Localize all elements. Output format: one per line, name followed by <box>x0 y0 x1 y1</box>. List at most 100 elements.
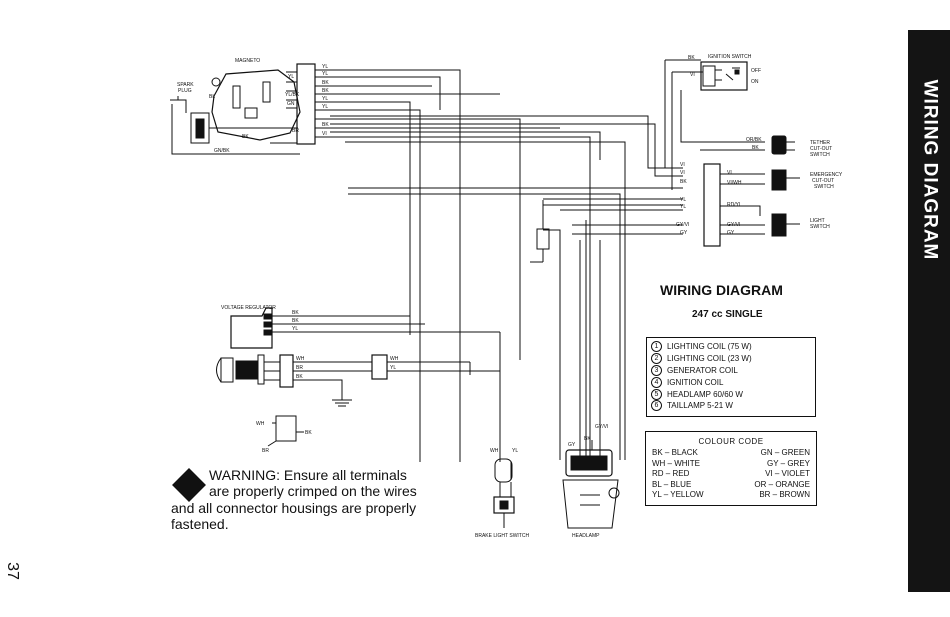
side-tab-title: WIRING DIAGRAM <box>919 79 941 261</box>
wire-label: BR <box>262 448 269 454</box>
warning-line: are properly crimped on the wires <box>209 483 417 499</box>
emergency-label-3: SWITCH <box>814 184 834 190</box>
spark-plug-label-2: PLUG <box>178 88 192 94</box>
wire-label: VI <box>322 131 327 137</box>
wire-label: YL <box>322 71 328 77</box>
wire-label: YL <box>390 365 396 371</box>
brake-light-switch-label: BRAKE LIGHT SWITCH <box>475 533 529 539</box>
legend-item: 6 TAILLAMP 5-21 W <box>651 400 815 412</box>
legend-text: IGNITION COIL <box>667 377 724 387</box>
wire-label: BK <box>296 374 303 380</box>
wire-label: YL <box>322 104 328 110</box>
wire-label: BK <box>292 310 299 316</box>
warning-line: fastened. <box>171 516 229 532</box>
wire-label: WH <box>490 448 499 454</box>
wire-label: BR <box>296 365 303 371</box>
light-switch-label-2: SWITCH <box>810 224 830 230</box>
colour-code-right: GN – GREEN GY – GREY VI – VIOLET OR – OR… <box>754 448 810 501</box>
wire-label-bl: BL <box>209 94 215 100</box>
wire-label: YL <box>292 326 298 332</box>
colour-entry: WH – WHITE <box>652 458 700 468</box>
legend-item: 5 HEADLAMP 60/60 W <box>651 388 815 400</box>
voltage-regulator-label: VOLTAGE REGULATOR <box>221 305 276 311</box>
wire-label: WH <box>296 356 305 362</box>
wire-label: GY <box>727 230 735 236</box>
wire-label: YL/BK <box>285 92 300 98</box>
light-switch-label-1: LIGHT <box>810 218 825 224</box>
wire-label: GY <box>680 230 688 236</box>
colour-code-left: BK – BLACK WH – WHITE RD – RED BL – BLUE… <box>652 448 704 501</box>
colour-entry: GN – GREEN <box>760 448 810 457</box>
wire-label: BK <box>322 80 329 86</box>
page-number-wrap: 37 <box>2 556 22 586</box>
diagram-subtitle: 247 cc SINGLE <box>692 309 763 320</box>
off-label: OFF <box>751 68 761 74</box>
colour-entry: OR – ORANGE <box>754 479 810 489</box>
wire-label: VI <box>727 170 732 176</box>
legend-item: 4 IGNITION COIL <box>651 376 815 388</box>
legend-number: 6 <box>651 400 662 412</box>
wire-label: BK <box>322 88 329 94</box>
wire-label-gnbk: GN/BK <box>214 148 230 154</box>
wire-label-br: BR <box>292 128 299 134</box>
wire-label: BK <box>292 318 299 324</box>
wire-label: YL <box>680 204 686 210</box>
legend-number: 4 <box>651 376 662 388</box>
legend-number: 5 <box>651 388 662 400</box>
wire-label: GN <box>287 101 295 107</box>
wire-label: VI <box>680 162 685 168</box>
wire-label: BK <box>680 179 687 185</box>
legend-item: 1 LIGHTING COIL (75 W) <box>651 341 815 353</box>
colour-entry: YL – YELLOW <box>652 490 704 499</box>
wire-label: YL <box>322 96 328 102</box>
wire-label: GY/VI <box>676 222 689 228</box>
wire-label: BK <box>305 430 312 436</box>
colour-entry: RD – RED <box>652 469 690 478</box>
warning-line: WARNING: Ensure all terminals <box>209 467 407 483</box>
wire-labels: MAGNETO SPARK PLUG BL YL YL/BK GN BK BR … <box>177 54 843 539</box>
wire-label: RD/YL <box>727 202 742 208</box>
wire-label: YL <box>322 64 328 70</box>
colour-entry: BR – BROWN <box>759 490 810 499</box>
legend-text: LIGHTING COIL (75 W) <box>667 342 752 352</box>
colour-entry: BL – BLUE <box>652 479 692 489</box>
headlamp-label: HEADLAMP <box>572 533 600 539</box>
wire-label: BK <box>322 122 329 128</box>
wire-label: YL <box>680 197 686 203</box>
diagram-title: WIRING DIAGRAM <box>660 282 783 298</box>
tether-label-2: CUT-OUT <box>810 146 832 152</box>
wire-label: BK <box>584 436 591 442</box>
spark-plug-label-1: SPARK <box>177 82 194 88</box>
wire-label: VI <box>680 170 685 176</box>
colour-entry: VI – VIOLET <box>765 469 810 478</box>
side-tab <box>908 30 950 592</box>
wire-label: BK <box>688 55 695 61</box>
legend-text: HEADLAMP 60/60 W <box>667 389 743 399</box>
legend-number: 1 <box>651 341 662 353</box>
wire-label: GY/VI <box>595 424 608 430</box>
wire-label: VI/WH <box>727 180 742 186</box>
colour-entry: GY – GREY <box>767 458 810 468</box>
wire-label: GY <box>568 442 576 448</box>
wire-label: VI <box>690 72 695 78</box>
emergency-label-2: CUT-OUT <box>812 178 834 184</box>
magneto-label: MAGNETO <box>235 58 260 64</box>
wire-label: WH <box>256 421 265 427</box>
wire-label-bk: BK <box>242 134 249 140</box>
tether-label-1: TETHER <box>810 140 830 146</box>
wire-label: BK <box>752 145 759 151</box>
legend-number: 3 <box>651 364 662 376</box>
legend-text: LIGHTING COIL (23 W) <box>667 354 752 364</box>
wire-label: YL <box>288 74 294 80</box>
legend-text: GENERATOR COIL <box>667 365 738 375</box>
legend-text: TAILLAMP 5-21 W <box>667 401 733 411</box>
emergency-label-1: EMERGENCY <box>810 172 843 178</box>
colour-code-heading: COLOUR CODE <box>698 437 764 446</box>
wire-label: WH <box>390 356 399 362</box>
ignition-switch-label: IGNITION SWITCH <box>708 54 752 60</box>
tether-label-3: SWITCH <box>810 152 830 158</box>
wire-label: YL <box>512 448 518 454</box>
